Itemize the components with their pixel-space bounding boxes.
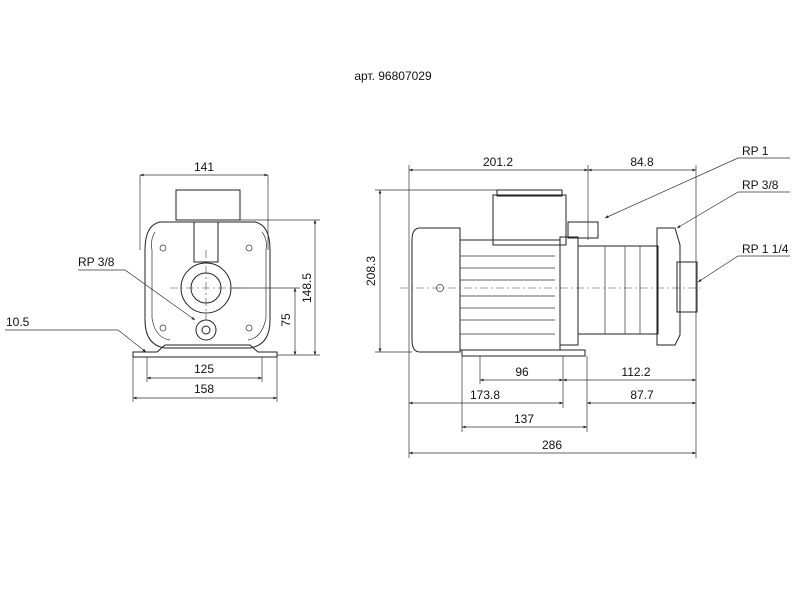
dim-148-5: 148.5	[300, 273, 314, 303]
dim-75: 75	[279, 313, 293, 327]
dim-10-5: 10.5	[6, 315, 30, 329]
dim-87-7: 87.7	[630, 388, 654, 402]
dim-112-2: 112.2	[621, 365, 650, 379]
dim-286: 286	[542, 438, 562, 452]
dim-208-3: 208.3	[364, 256, 378, 286]
dim-201-2: 201.2	[483, 155, 513, 169]
article-title: арт. 96807029	[354, 69, 432, 83]
dim-96: 96	[515, 365, 529, 379]
dim-158: 158	[194, 382, 214, 396]
dim-173-8: 173.8	[470, 388, 500, 402]
side-view: 201.2 84.8 208.3 96 112.2 173.8 87.7 137…	[364, 144, 790, 458]
label-rp-1-1-4: RP 1 1/4	[742, 242, 789, 256]
label-rp-1: RP 1	[742, 144, 769, 158]
label-rp-3-8-front: RP 3/8	[78, 255, 115, 269]
dim-125: 125	[194, 362, 214, 376]
dim-141: 141	[194, 160, 214, 174]
label-rp-3-8: RP 3/8	[742, 178, 779, 192]
front-view: 141 148.5 75 125 158 10.5 RP 3/8	[5, 160, 320, 402]
dim-84-8: 84.8	[630, 155, 654, 169]
dim-137: 137	[514, 412, 534, 426]
